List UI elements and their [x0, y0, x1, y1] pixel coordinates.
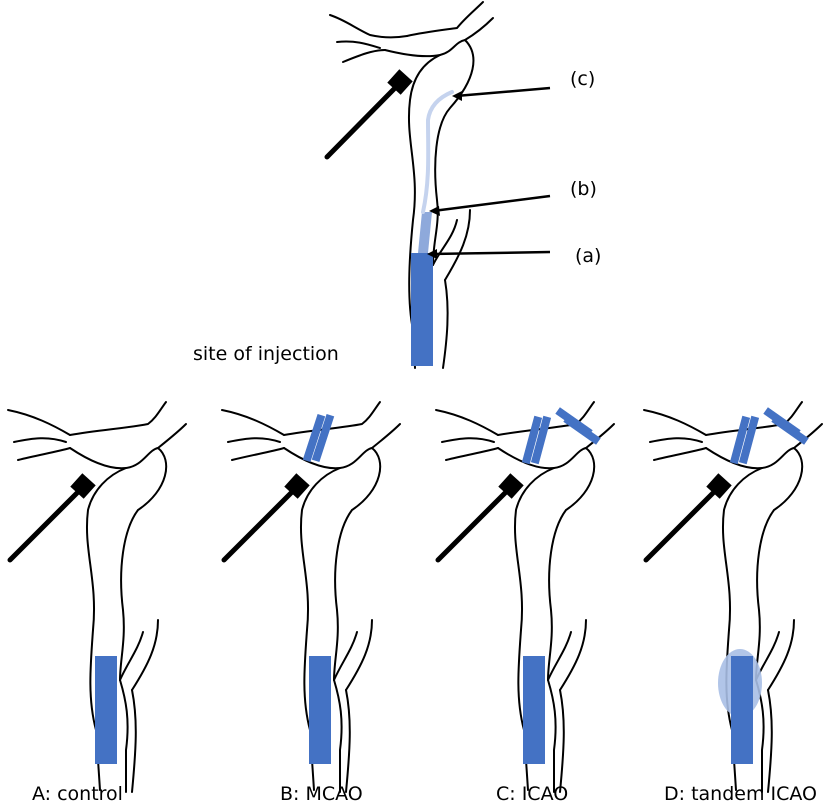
panel-c — [436, 402, 614, 792]
panel-b-caption: B: MCAO — [280, 783, 363, 805]
main-caption: site of injection — [193, 343, 339, 365]
panel-a-caption: A: control — [32, 783, 123, 805]
main-diagram: (c) (b) (a) site of injection — [193, 2, 601, 368]
catheter-icon — [646, 473, 732, 560]
marker-c: (c) — [570, 68, 595, 90]
arrow-c — [452, 88, 550, 101]
injection-bar — [309, 656, 331, 764]
catheter-icon — [327, 69, 413, 157]
injection-bar — [95, 656, 117, 764]
panel-d-caption: D: tandem ICAO — [664, 783, 817, 805]
catheter-icon — [438, 473, 524, 560]
catheter-icon — [10, 473, 96, 560]
panel-b — [222, 402, 400, 792]
injection-bar — [523, 656, 545, 764]
panel-a — [8, 402, 186, 792]
clip-icon — [522, 416, 551, 464]
marker-a: (a) — [575, 245, 601, 267]
injection-dark-segment — [411, 253, 433, 366]
clip-icon — [730, 416, 759, 464]
arrow-b — [429, 196, 550, 216]
clip-icon — [303, 414, 334, 462]
panel-d — [644, 402, 822, 792]
panel-c-caption: C: ICAO — [496, 783, 568, 805]
injection-mid-segment — [418, 212, 432, 253]
injection-bar — [731, 656, 753, 764]
arrow-a — [427, 249, 550, 259]
marker-b: (b) — [570, 178, 597, 200]
catheter-icon — [224, 473, 310, 560]
